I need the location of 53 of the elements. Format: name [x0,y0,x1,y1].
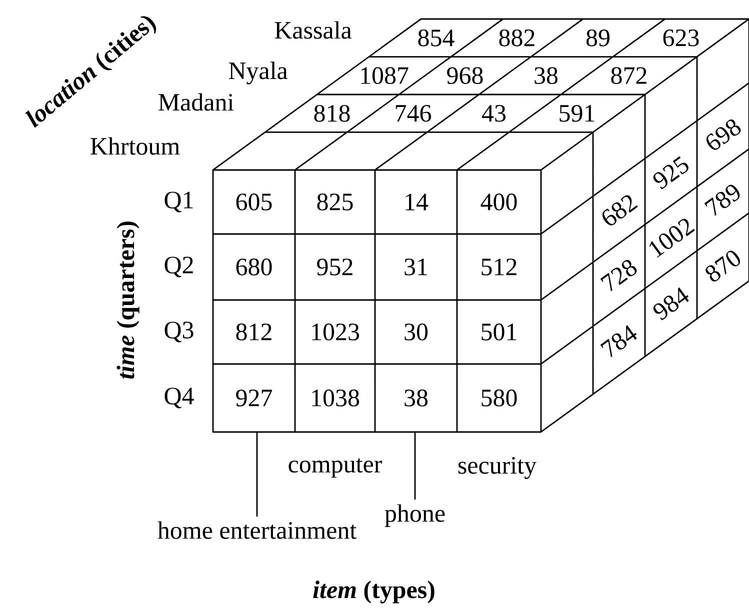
cell-value: 1023 [312,324,360,340]
quarter-label: Q1 [164,192,193,212]
cell-value: 870 [706,250,740,282]
cell-value: 728 [600,260,637,292]
cell-value: 789 [704,184,740,216]
quarter-label: Q2 [164,256,193,278]
cell-value: 31 [404,258,427,276]
item-label: computer [288,458,382,478]
city-label: Madani [158,93,234,111]
cell-value: 38 [404,390,428,406]
cell-value: 825 [317,194,353,210]
cell-value: 14 [406,194,428,210]
cell-value: 1002 [649,218,695,258]
leader-line [256,432,258,517]
cell-value: 38 [534,67,558,84]
item-label: home entertainment [158,521,357,539]
city-label: Khrtoum [90,137,180,155]
leader-line [414,432,416,500]
cell-value: 1038 [312,390,360,406]
item-label: phone [384,504,445,527]
cell-value: 925 [653,156,688,190]
cell-value: 784 [600,325,637,358]
cell-value: 818 [314,104,350,122]
cell-value: 512 [482,258,516,276]
cell-value: 682 [602,195,638,226]
cell-value: 30 [404,324,428,340]
city-label: Kassala [274,21,352,39]
cell-value: 854 [418,29,454,46]
cell-value: 952 [317,258,352,276]
cell-value: 984 [653,287,689,320]
cell-value: 591 [560,105,594,122]
cell-value: 872 [611,67,646,84]
quarter-label: Q4 [164,388,194,408]
cell-value: 746 [396,105,432,122]
cell-value: 968 [447,67,483,84]
cell-value: 927 [236,390,272,406]
cell-value: 89 [586,29,610,46]
cell-value: 812 [236,324,272,340]
cell-value: 43 [482,105,506,122]
quarter-label: Q3 [164,322,194,342]
cell-value: 400 [480,194,517,210]
cell-value: 680 [236,258,272,276]
axis-label: time (quarters) [116,222,140,379]
city-label: Nyala [228,62,288,84]
cell-value: 882 [499,29,534,46]
cell-value: 1087 [361,67,408,84]
cell-value: 605 [236,194,272,210]
axis-label: item (types) [313,580,434,604]
cell-value: 623 [663,30,699,46]
item-label: security [458,457,536,479]
cell-value: 580 [482,390,517,406]
cell-value: 698 [706,120,741,150]
cell-value: 501 [482,324,516,340]
